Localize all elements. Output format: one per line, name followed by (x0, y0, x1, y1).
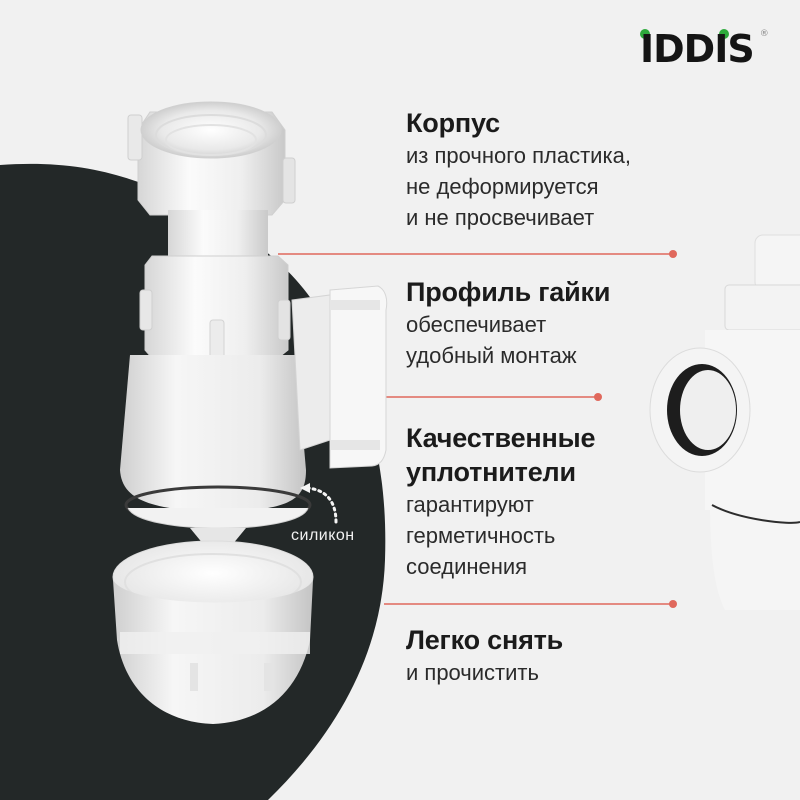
callout-line-3 (384, 600, 677, 608)
callout-line-2 (386, 393, 602, 401)
feature-description: гарантируют герметичность соединения (406, 492, 556, 579)
feature-description: из прочного пластика, не деформируется и… (406, 143, 631, 230)
siphon-side-view-image (649, 234, 800, 610)
logo-dot-left (640, 29, 650, 39)
brand-logo: IDDIS ® (640, 27, 769, 71)
dotted-curved-arrow-icon (300, 483, 338, 524)
feature-title: Качественные уплотнители (406, 423, 596, 487)
registered-mark: ® (759, 29, 769, 39)
siphon-product-image (112, 101, 388, 724)
feature-description: и прочистить (406, 660, 539, 685)
silicone-annotation-label: силикон (291, 527, 355, 544)
feature-title: Профиль гайки (406, 277, 611, 307)
feature-nut-profile: Профиль гайки обеспечивает удобный монта… (406, 275, 610, 371)
feature-easy-clean: Легко снять и прочистить (406, 623, 563, 688)
feature-description: обеспечивает удобный монтаж (406, 312, 577, 368)
callout-line-1 (278, 250, 677, 258)
logo-dot-right (719, 29, 729, 39)
brand-name: IDDIS (640, 27, 755, 71)
feature-body: Корпус из прочного пластика, не деформир… (406, 106, 631, 233)
feature-title: Легко снять (406, 625, 564, 655)
feature-title: Корпус (406, 108, 500, 138)
feature-seals: Качественные уплотнители гарантируют гер… (406, 421, 595, 582)
